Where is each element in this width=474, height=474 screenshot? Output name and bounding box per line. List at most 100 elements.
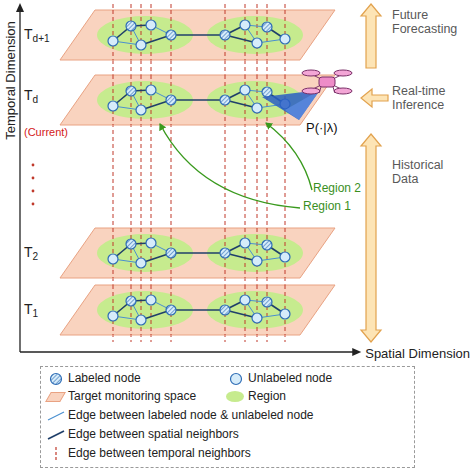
axis-title: Temporal Dimension (4, 21, 19, 140)
temporal-edge (267, 228, 268, 278)
unlabeled-node (146, 85, 156, 95)
time-layer: T1 (22, 285, 340, 335)
drone-arm (311, 74, 343, 90)
rotor (302, 88, 320, 94)
layer-label: T1 (24, 301, 38, 319)
temporal-edge (257, 285, 258, 335)
layer-label: Td+1 (24, 26, 50, 44)
space-axis (20, 351, 353, 352)
layer-label-subscript: d (33, 94, 39, 105)
layer-label: Td (24, 87, 38, 105)
layer-label: T2 (24, 244, 38, 262)
temporal-edge (245, 228, 246, 278)
unlabeled-node (231, 374, 242, 385)
stage-label: Historical Data (392, 158, 470, 187)
layer-graph (60, 75, 335, 125)
legend-sample (46, 372, 66, 386)
label-edge (48, 412, 64, 420)
axis-arrowhead (352, 348, 361, 356)
monitoring-plane (60, 10, 335, 60)
layer-graph (60, 285, 335, 335)
inference-arrow (361, 89, 388, 107)
layer-label-holder: Td+1 (24, 26, 50, 44)
legend-text: Target monitoring space (68, 390, 196, 404)
unlabeled-node (136, 315, 146, 325)
ellipsis-dots (32, 164, 35, 206)
layer-label-holder: T2 (24, 244, 38, 262)
region-pointer (160, 124, 300, 208)
sensing-beam-shade (285, 90, 320, 120)
temporal-edge (141, 228, 142, 278)
unlabeled-node (146, 20, 156, 30)
unlabeled-node (280, 34, 290, 44)
layer-label-subscript: 1 (33, 308, 39, 319)
drone-leg (319, 87, 321, 93)
stage-label-holder: Real-time Inference (392, 84, 470, 113)
legend-text-holder: Region (248, 390, 286, 404)
temporal-edge (151, 285, 152, 335)
unlabeled-node (252, 103, 262, 113)
unlabeled-node (280, 309, 290, 319)
labeled-node (262, 87, 272, 97)
spatial-edge (171, 252, 225, 254)
legend-text-holder: Labeled node (68, 372, 141, 386)
legend-swatch (226, 391, 244, 402)
dot (32, 164, 35, 167)
axis-title-holder: Spatial Dimension (365, 347, 470, 362)
probability-label: P(·|λ) (306, 121, 338, 136)
unlabeled-node (240, 238, 250, 248)
labeled-node (262, 240, 272, 250)
legend-sample (46, 447, 66, 461)
forecast-arrow (361, 4, 381, 68)
layer-graph (60, 228, 335, 278)
temporal-edge (267, 10, 268, 60)
legend-text-holder: Unlabeled node (248, 372, 332, 386)
temporal-edge (55, 447, 56, 461)
monitoring-plane (60, 75, 335, 125)
temporal-edge (113, 285, 114, 335)
monitoring-plane (60, 228, 335, 278)
spatial-edge (171, 34, 225, 36)
labeled-node (220, 30, 230, 40)
spatial-edge (171, 99, 225, 101)
labeled-node (262, 297, 272, 307)
stage-label-holder: Historical Data (392, 158, 470, 187)
labeled-node (126, 239, 136, 249)
temporal-edge (131, 10, 132, 60)
labeled-node (166, 305, 176, 315)
unlabeled-node (252, 313, 262, 323)
labeled-node (166, 95, 176, 105)
labeled-node (220, 305, 230, 315)
temporal-edge (257, 228, 258, 278)
time-layer: Td+1 (22, 10, 340, 60)
rotor (334, 70, 352, 76)
current-tag: (Current) (24, 126, 68, 139)
drone-arm (311, 74, 343, 90)
axis-title-holder: Temporal Dimension (4, 21, 19, 140)
region-pointer (266, 123, 312, 190)
current-tag-holder: (Current) (24, 126, 68, 139)
labeled-node (166, 30, 176, 40)
temporal-edge (113, 10, 114, 60)
unlabeled-node (252, 38, 262, 48)
axis-title: Spatial Dimension (365, 347, 470, 362)
layer-label-subscript: d+1 (33, 33, 50, 44)
legend-text: Edge between labeled node & unlabeled no… (68, 409, 314, 423)
unlabeled-node (240, 85, 250, 95)
probability-label-holder: P(·|λ) (306, 121, 338, 136)
temporal-edge (141, 285, 142, 335)
temporal-edge (257, 10, 258, 60)
legend-text: Region (248, 390, 286, 404)
legend-text-holder: Edge between spatial neighbors (68, 428, 239, 442)
temporal-edge (267, 285, 268, 335)
temporal-edge (113, 75, 114, 125)
history-arrow (361, 134, 381, 342)
layer-shape (22, 10, 340, 60)
region-callout-holder: Region 2 (313, 182, 361, 196)
stage-label: Future Forecasting (392, 8, 470, 37)
layer-label-holder: Td (24, 87, 38, 105)
unlabeled-node (146, 238, 156, 248)
unlabeled-node (108, 36, 118, 46)
